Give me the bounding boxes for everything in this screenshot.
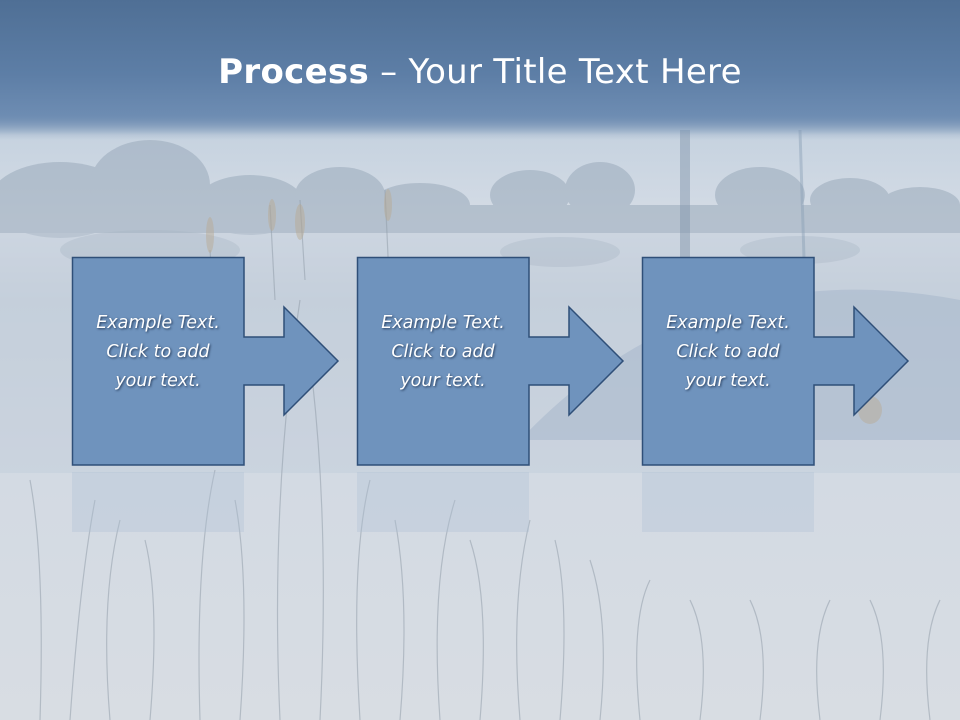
step-text-line: your text. <box>115 371 201 391</box>
title-band <box>0 0 960 135</box>
step-arrow-shape <box>71 256 340 466</box>
step-text-line: Example Text. <box>666 313 790 333</box>
treeline <box>0 140 960 238</box>
step-arrow-shape <box>356 256 625 466</box>
step-text-line: Example Text. <box>96 313 220 333</box>
step-text-line: Click to add <box>106 342 210 362</box>
step-text-line: Click to add <box>391 342 495 362</box>
process-step-3[interactable]: Example Text. Click to add your text. <box>641 256 960 467</box>
step-text-line: Click to add <box>676 342 780 362</box>
step-text-line: your text. <box>400 371 486 391</box>
box-reflections <box>72 472 814 532</box>
process-step-2[interactable]: Example Text. Click to add your text. <box>356 256 697 467</box>
step-text-line: Example Text. <box>381 313 505 333</box>
title-rest: – Your Title Text Here <box>369 52 742 92</box>
step-text-line: your text. <box>685 371 771 391</box>
process-step-1[interactable]: Example Text. Click to add your text. <box>71 256 412 467</box>
slide-title[interactable]: Process – Your Title Text Here <box>0 52 960 92</box>
step-text: Example Text. Click to add your text. <box>357 309 529 396</box>
step-text: Example Text. Click to add your text. <box>642 309 814 396</box>
step-arrow-shape <box>641 256 910 466</box>
title-bold: Process <box>218 52 370 92</box>
step-text: Example Text. Click to add your text. <box>72 309 244 396</box>
